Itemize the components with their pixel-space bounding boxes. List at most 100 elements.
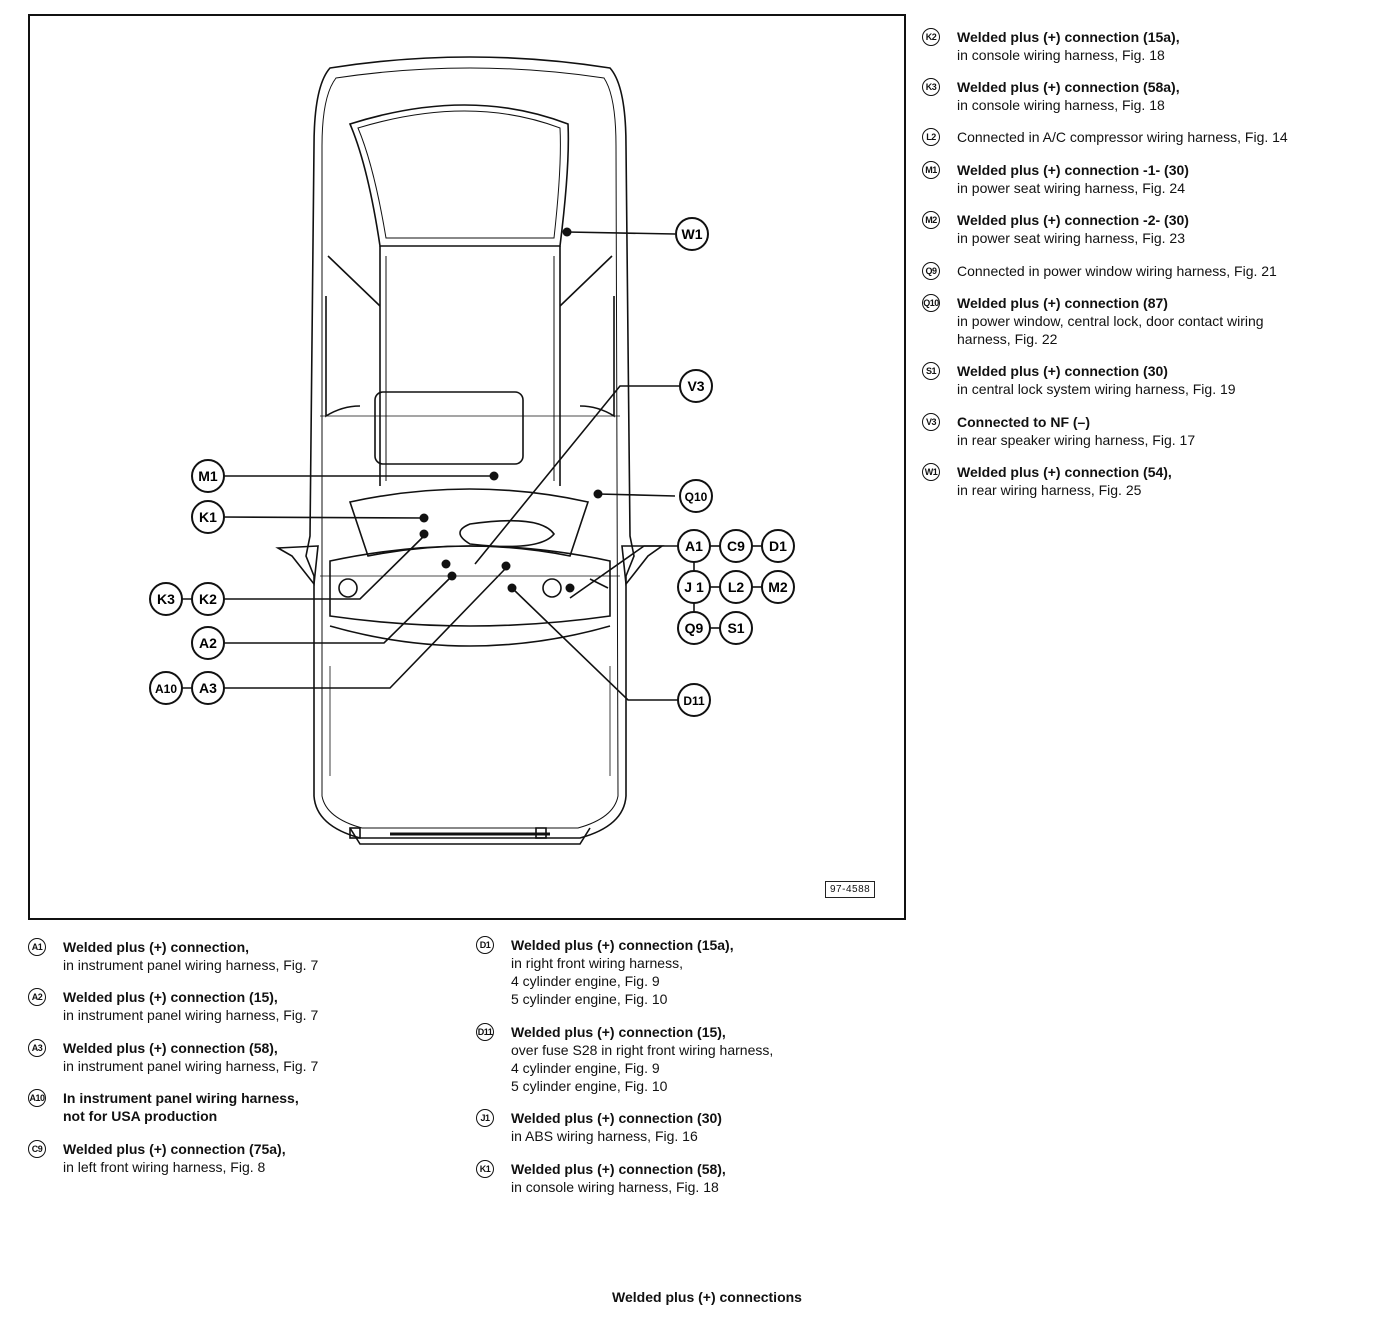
legend-title: Welded plus (+) connection, [63,939,250,955]
legend-line: in instrument panel wiring harness, Fig.… [63,1007,319,1023]
legend-line: 4 cylinder engine, Fig. 9 [511,1060,660,1076]
svg-text:A2: A2 [199,635,217,651]
legend-title: Welded plus (+) connection (15a), [511,937,734,953]
legend-line: in central lock system wiring harness, F… [957,381,1236,397]
svg-text:K2: K2 [199,591,217,607]
legend-title: Connected to NF (–) [957,414,1090,430]
legend-title: Welded plus (+) connection (30) [511,1110,722,1126]
callout-m1: M1 [191,459,225,493]
callout-a2: A2 [191,626,225,660]
callout-s1: S1 [719,611,753,645]
legend-badge: A3 [28,1039,46,1057]
legend-badge: K1 [476,1160,494,1178]
point-w1 [562,227,572,237]
legend-badge: D11 [476,1023,494,1041]
legend-title: Welded plus (+) connection (15), [63,989,278,1005]
svg-text:A1: A1 [685,538,703,554]
legend-line: in instrument panel wiring harness, Fig.… [63,957,319,973]
svg-text:Q9: Q9 [685,620,704,636]
point-v3 [441,559,451,569]
legend-badge: Q10 [922,294,940,312]
callout-k1: K1 [191,500,225,534]
figure-id: 97-4588 [825,881,876,898]
legend-title: Welded plus (+) connection (75a), [63,1141,286,1157]
svg-text:J 1: J 1 [684,579,704,595]
point-m1 [489,471,499,481]
legend-line: in console wiring harness, Fig. 18 [957,47,1165,63]
legend-badge: J1 [476,1109,494,1127]
callout-a1: A1 [677,529,711,563]
point-a1 [565,583,575,593]
callout-d1: D1 [761,529,795,563]
svg-text:W1: W1 [682,226,703,242]
point-q10 [593,489,603,499]
legend-badge: A10 [28,1089,46,1107]
car-top-view-diagram: W1 V3 Q10 M1 K1 K3 K2 A2 A10 A3 A1 C9 D1… [149,56,795,845]
legend-line: in power window, central lock, door cont… [957,313,1264,329]
svg-text:C9: C9 [727,538,745,554]
svg-text:A10: A10 [155,682,177,696]
legend-badge: L2 [922,128,940,146]
svg-text:Q10: Q10 [685,490,708,504]
legend-badge: Q9 [922,262,940,280]
legend-line: in console wiring harness, Fig. 18 [957,97,1165,113]
legend-line: in left front wiring harness, Fig. 8 [63,1159,266,1175]
legend-line: in rear speaker wiring harness, Fig. 17 [957,432,1196,448]
callout-q9: Q9 [677,611,711,645]
svg-text:M2: M2 [768,579,788,595]
svg-text:L2: L2 [728,579,745,595]
svg-text:S1: S1 [727,620,744,636]
callout-w1: W1 [675,217,709,251]
callout-links [165,545,762,689]
legend-badge: A1 [28,938,46,956]
point-k2 [419,529,429,539]
legend-badge: K3 [922,78,940,96]
legend-line: in power seat wiring harness, Fig. 23 [957,230,1185,246]
svg-text:K1: K1 [199,509,217,525]
legend-title: Welded plus (+) connection (87) [957,295,1168,311]
svg-text:A3: A3 [199,680,217,696]
legend-title: Welded plus (+) connection -1- (30) [957,162,1189,178]
callout-v3: V3 [679,369,713,403]
legend-title: In instrument panel wiring harness, [63,1090,299,1106]
svg-text:M1: M1 [198,468,218,484]
legend-line: in ABS wiring harness, Fig. 16 [511,1128,698,1144]
svg-text:D1: D1 [769,538,787,554]
legend-title: Welded plus (+) connection (58a), [957,79,1180,95]
svg-text:K3: K3 [157,591,175,607]
callout-j1: J 1 [677,570,711,604]
legend-badge: S1 [922,362,940,380]
point-a3 [501,561,511,571]
legend-line: 4 cylinder engine, Fig. 9 [511,973,660,989]
legend-line: in instrument panel wiring harness, Fig.… [63,1058,319,1074]
connection-points [419,227,603,593]
point-k1 [419,513,429,523]
figure-caption: Welded plus (+) connections [612,1289,802,1305]
legend-title: Connected in A/C compressor wiring harne… [957,129,1288,145]
point-d11 [507,583,517,593]
legend-line: 5 cylinder engine, Fig. 10 [511,991,668,1007]
legend-line: in rear wiring harness, Fig. 25 [957,482,1142,498]
legend-line: in console wiring harness, Fig. 18 [511,1179,719,1195]
callout-l2: L2 [719,570,753,604]
legend-line: not for USA production [63,1108,218,1124]
callout-d11: D11 [677,683,711,717]
svg-text:V3: V3 [687,378,704,394]
legend-badge: M1 [922,161,940,179]
callout-m2: M2 [761,570,795,604]
legend-title: Welded plus (+) connection (30) [957,363,1168,379]
callout-k3: K3 [149,582,183,616]
callout-a10: A10 [149,671,183,705]
callout-k2: K2 [191,582,225,616]
legend-title: Welded plus (+) connection (15), [511,1024,726,1040]
legend-line: in right front wiring harness, [511,955,683,971]
legend-title: Welded plus (+) connection (54), [957,464,1172,480]
legend-line: 5 cylinder engine, Fig. 10 [511,1078,668,1094]
legend-title: Welded plus (+) connection (15a), [957,29,1180,45]
car-body-outline [275,56,665,845]
legend-badge: M2 [922,211,940,229]
callouts: W1 V3 Q10 M1 K1 K3 K2 A2 A10 A3 A1 C9 D1… [149,217,795,717]
legend-line: over fuse S28 in right front wiring harn… [511,1042,774,1058]
diagram-frame: W1 V3 Q10 M1 K1 K3 K2 A2 A10 A3 A1 C9 D1… [28,14,906,920]
legend-badge: C9 [28,1140,46,1158]
